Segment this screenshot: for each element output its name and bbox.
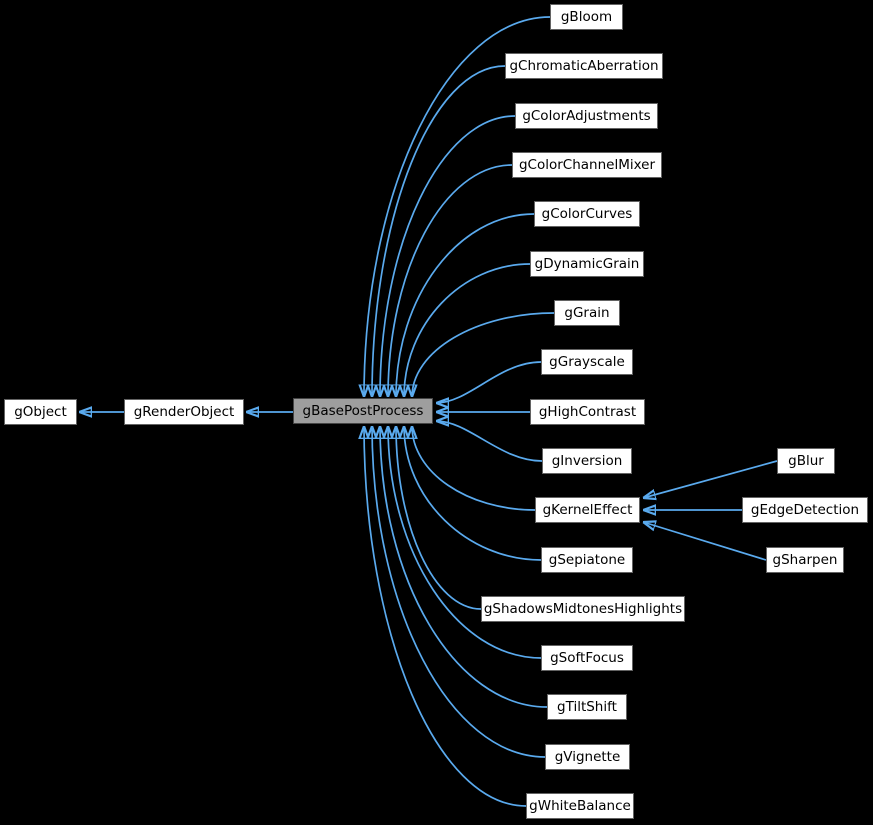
node-gGrain[interactable]: gGrain <box>554 300 620 326</box>
edge-gChromaticAberration-to-gBasePostProcess <box>372 65 506 397</box>
node-label: gInversion <box>551 453 623 469</box>
node-gBasePostProcess[interactable]: gBasePostProcess <box>293 398 433 424</box>
edge-gBlur-to-gKernelEffect <box>643 460 778 498</box>
node-gVignette[interactable]: gVignette <box>545 744 630 770</box>
node-label: gColorAdjustments <box>522 108 651 124</box>
node-label: gColorCurves <box>541 206 633 222</box>
node-gColorAdjustments[interactable]: gColorAdjustments <box>515 103 658 129</box>
node-gHighContrast[interactable]: gHighContrast <box>530 399 645 425</box>
node-label: gSepiatone <box>548 552 626 568</box>
edge-gWhiteBalance-to-gBasePostProcess <box>364 426 527 807</box>
edge-gTiltShift-to-gBasePostProcess <box>380 426 548 708</box>
node-label: gHighContrast <box>538 404 637 420</box>
edge-gBloom-to-gBasePostProcess <box>364 16 551 397</box>
edge-gSoftFocus-to-gBasePostProcess <box>388 426 542 659</box>
node-gSepiatone[interactable]: gSepiatone <box>541 547 633 573</box>
node-label: gEdgeDetection <box>750 502 860 518</box>
node-gDynamicGrain[interactable]: gDynamicGrain <box>530 251 644 277</box>
edge-gDynamicGrain-to-gBasePostProcess <box>404 263 531 397</box>
node-label: gBasePostProcess <box>302 403 424 419</box>
node-label: gGrayscale <box>549 354 625 370</box>
node-gRenderObject[interactable]: gRenderObject <box>124 399 244 425</box>
edge-gColorCurves-to-gBasePostProcess <box>396 213 535 397</box>
edge-gVignette-to-gBasePostProcess <box>372 426 546 758</box>
edge-gInversion-to-gBasePostProcess <box>436 421 543 462</box>
edge-gSepiatone-to-gBasePostProcess <box>404 426 542 561</box>
node-gEdgeDetection[interactable]: gEdgeDetection <box>742 497 868 523</box>
node-label: gShadowsMidtonesHighlights <box>483 601 683 617</box>
node-gSoftFocus[interactable]: gSoftFocus <box>541 645 633 671</box>
node-gSharpen[interactable]: gSharpen <box>766 547 844 573</box>
node-label: gSharpen <box>772 552 838 568</box>
node-gInversion[interactable]: gInversion <box>542 448 632 474</box>
node-gColorCurves[interactable]: gColorCurves <box>534 201 640 227</box>
node-gBlur[interactable]: gBlur <box>777 448 835 474</box>
node-gKernelEffect[interactable]: gKernelEffect <box>535 497 640 523</box>
node-label: gBlur <box>788 453 824 469</box>
edge-gSharpen-to-gKernelEffect <box>643 522 767 561</box>
node-gGrayscale[interactable]: gGrayscale <box>541 349 633 375</box>
node-label: gTiltShift <box>557 699 617 715</box>
node-gChromaticAberration[interactable]: gChromaticAberration <box>505 53 663 79</box>
node-label: gDynamicGrain <box>534 256 640 272</box>
node-gBloom[interactable]: gBloom <box>550 4 623 30</box>
node-label: gSoftFocus <box>550 650 624 666</box>
node-label: gBloom <box>560 9 613 25</box>
edge-gGrayscale-to-gBasePostProcess <box>436 361 542 403</box>
node-label: gObject <box>14 404 67 420</box>
node-gColorChannelMixer[interactable]: gColorChannelMixer <box>512 152 662 178</box>
edge-gColorAdjustments-to-gBasePostProcess <box>380 115 516 397</box>
node-gTiltShift[interactable]: gTiltShift <box>547 694 627 720</box>
node-gShadowsMidtonesHighlights[interactable]: gShadowsMidtonesHighlights <box>481 596 685 622</box>
edge-gGrain-to-gBasePostProcess <box>412 312 555 397</box>
edge-gShadowsMidtonesHighlights-to-gBasePostProcess <box>396 426 482 610</box>
node-gWhiteBalance[interactable]: gWhiteBalance <box>526 793 634 819</box>
edge-gColorChannelMixer-to-gBasePostProcess <box>388 164 513 397</box>
node-label: gColorChannelMixer <box>518 157 656 173</box>
node-label: gKernelEffect <box>542 502 633 518</box>
node-label: gGrain <box>564 305 610 321</box>
node-label: gWhiteBalance <box>529 798 631 814</box>
node-gObject[interactable]: gObject <box>4 399 77 425</box>
node-label: gChromaticAberration <box>509 58 659 74</box>
edge-gKernelEffect-to-gBasePostProcess <box>412 426 536 511</box>
node-label: gRenderObject <box>133 404 235 420</box>
node-label: gVignette <box>554 749 621 765</box>
